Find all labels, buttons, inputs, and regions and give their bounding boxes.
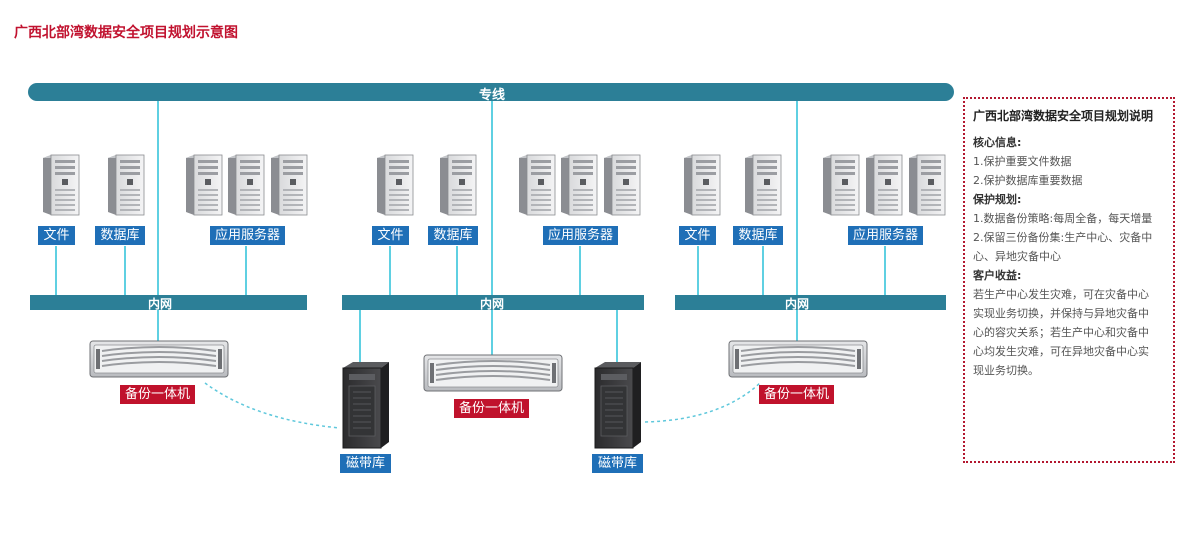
dedicated-line-bar (28, 83, 954, 101)
dashed-link (644, 382, 761, 423)
lan-label: 内网 (147, 297, 172, 311)
database-server (107, 154, 145, 216)
file-server (683, 154, 721, 216)
section-line: 1.数据备份策略:每周全备，每天增量 (973, 212, 1153, 225)
database-label: 数据库 (733, 226, 783, 245)
section-line: 2.保留三份备份集:生产中心、灾备中 (973, 231, 1153, 244)
section-heading: 客户收益: (973, 269, 1022, 282)
app-server (227, 154, 265, 216)
section-line: 若生产中心发生灾难，可在灾备中心 (973, 288, 1149, 301)
lan-label: 内网 (479, 297, 504, 311)
app-server (185, 154, 223, 216)
database-label: 数据库 (95, 226, 145, 245)
app-server (865, 154, 903, 216)
panel-title: 广西北部湾数据安全项目规划说明 (973, 109, 1154, 123)
backup-appliance-label: 备份一体机 (454, 399, 529, 418)
section-line: 现业务切换。 (973, 364, 1039, 377)
backup-appliance-label: 备份一体机 (759, 385, 834, 404)
lan-bar (675, 295, 946, 310)
description-panel: 广西北部湾数据安全项目规划说明 核心信息: 1.保护重要文件数据 2.保护数据库… (963, 97, 1175, 463)
section-line: 心均发生灾难，可在异地灾备中心实 (973, 345, 1149, 358)
backup-appliance-label: 备份一体机 (120, 385, 195, 404)
database-server (744, 154, 782, 216)
app-server (518, 154, 556, 216)
section-heading: 保护规划: (973, 193, 1022, 206)
section-line: 心的容灾关系；若生产中心和灾备中 (973, 326, 1149, 339)
tape-library-label: 磁带库 (592, 454, 643, 473)
app-servers-label: 应用服务器 (848, 226, 923, 245)
tape-library-label: 磁带库 (340, 454, 391, 473)
app-server (908, 154, 946, 216)
file-server (42, 154, 80, 216)
tape-library (342, 361, 390, 449)
section-line: 心、异地灾备中心 (973, 250, 1061, 263)
section-heading: 核心信息: (973, 136, 1022, 149)
database-server (439, 154, 477, 216)
backup-appliance (89, 340, 229, 378)
file-label: 文件 (38, 226, 75, 245)
tape-library (594, 361, 642, 449)
file-label: 文件 (372, 226, 409, 245)
app-servers-label: 应用服务器 (543, 226, 618, 245)
backup-appliance (728, 340, 868, 378)
diagram-title: 广西北部湾数据安全项目规划示意图 (14, 25, 238, 41)
lan-label: 内网 (784, 297, 809, 311)
dedicated-line-label: 专线 (478, 88, 505, 103)
app-server (270, 154, 308, 216)
dashed-link (204, 382, 341, 429)
section-line: 1.保护重要文件数据 (973, 155, 1072, 168)
file-server (376, 154, 414, 216)
app-server (822, 154, 860, 216)
app-server (560, 154, 598, 216)
backup-appliance (423, 354, 563, 392)
lan-bar (30, 295, 307, 310)
lan-bar (342, 295, 644, 310)
app-server (603, 154, 641, 216)
section-line: 2.保护数据库重要数据 (973, 174, 1083, 187)
section-line: 实现业务切换，并保持与异地灾备中 (973, 307, 1149, 320)
database-label: 数据库 (428, 226, 478, 245)
file-label: 文件 (679, 226, 716, 245)
app-servers-label: 应用服务器 (210, 226, 285, 245)
